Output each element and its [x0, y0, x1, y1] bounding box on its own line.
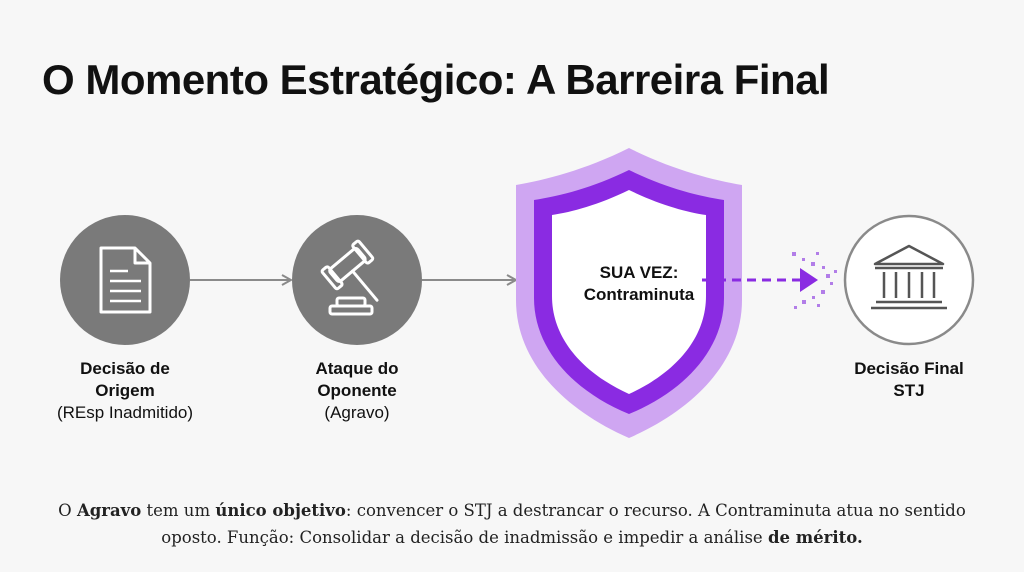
shield-label-line2: Contraminuta [583, 285, 695, 304]
step-final-label: Decisão Final STJ [824, 358, 994, 402]
caption-part2: tem um [141, 501, 216, 520]
step-origin-label: Decisão de Origem (REsp Inadmitido) [40, 358, 210, 424]
step-attack-title-line2: Oponente [317, 381, 397, 400]
step-final-title-line2: STJ [893, 381, 925, 400]
caption-bold-merito: de mérito. [767, 528, 863, 547]
step-origin-node [60, 215, 190, 345]
gavel-icon [320, 239, 379, 316]
step-final-node [843, 214, 975, 346]
courthouse-icon [871, 244, 947, 310]
step-attack-node [292, 215, 422, 345]
caption-part1: O [58, 501, 77, 520]
caption-text: O Agravo tem um único objetivo: convence… [30, 497, 994, 551]
caption-bold-objective: único objetivo [215, 501, 346, 520]
document-icon [99, 246, 152, 314]
shield-label: SUA VEZ: Contraminuta [544, 262, 734, 306]
shield-label-line1: SUA VEZ: [599, 263, 679, 282]
step-attack-title-line1: Ataque do [315, 359, 399, 378]
caption-bold-agravo: Agravo [76, 501, 142, 520]
arrow-shield-to-final [702, 252, 837, 309]
step-origin-subtitle: (REsp Inadmitido) [56, 403, 194, 422]
shield-icon [516, 148, 742, 438]
step-attack-subtitle: (Agravo) [324, 403, 390, 422]
step-origin-title-line1: Decisão de [80, 359, 170, 378]
step-origin-title-line2: Origem [95, 381, 155, 400]
page-title: O Momento Estratégico: A Barreira Final [42, 56, 830, 103]
caption-part3: : convencer o STJ a destrancar o recurso… [161, 501, 966, 547]
step-attack-label: Ataque do Oponente (Agravo) [272, 358, 442, 424]
step-final-title-line1: Decisão Final [854, 359, 964, 378]
